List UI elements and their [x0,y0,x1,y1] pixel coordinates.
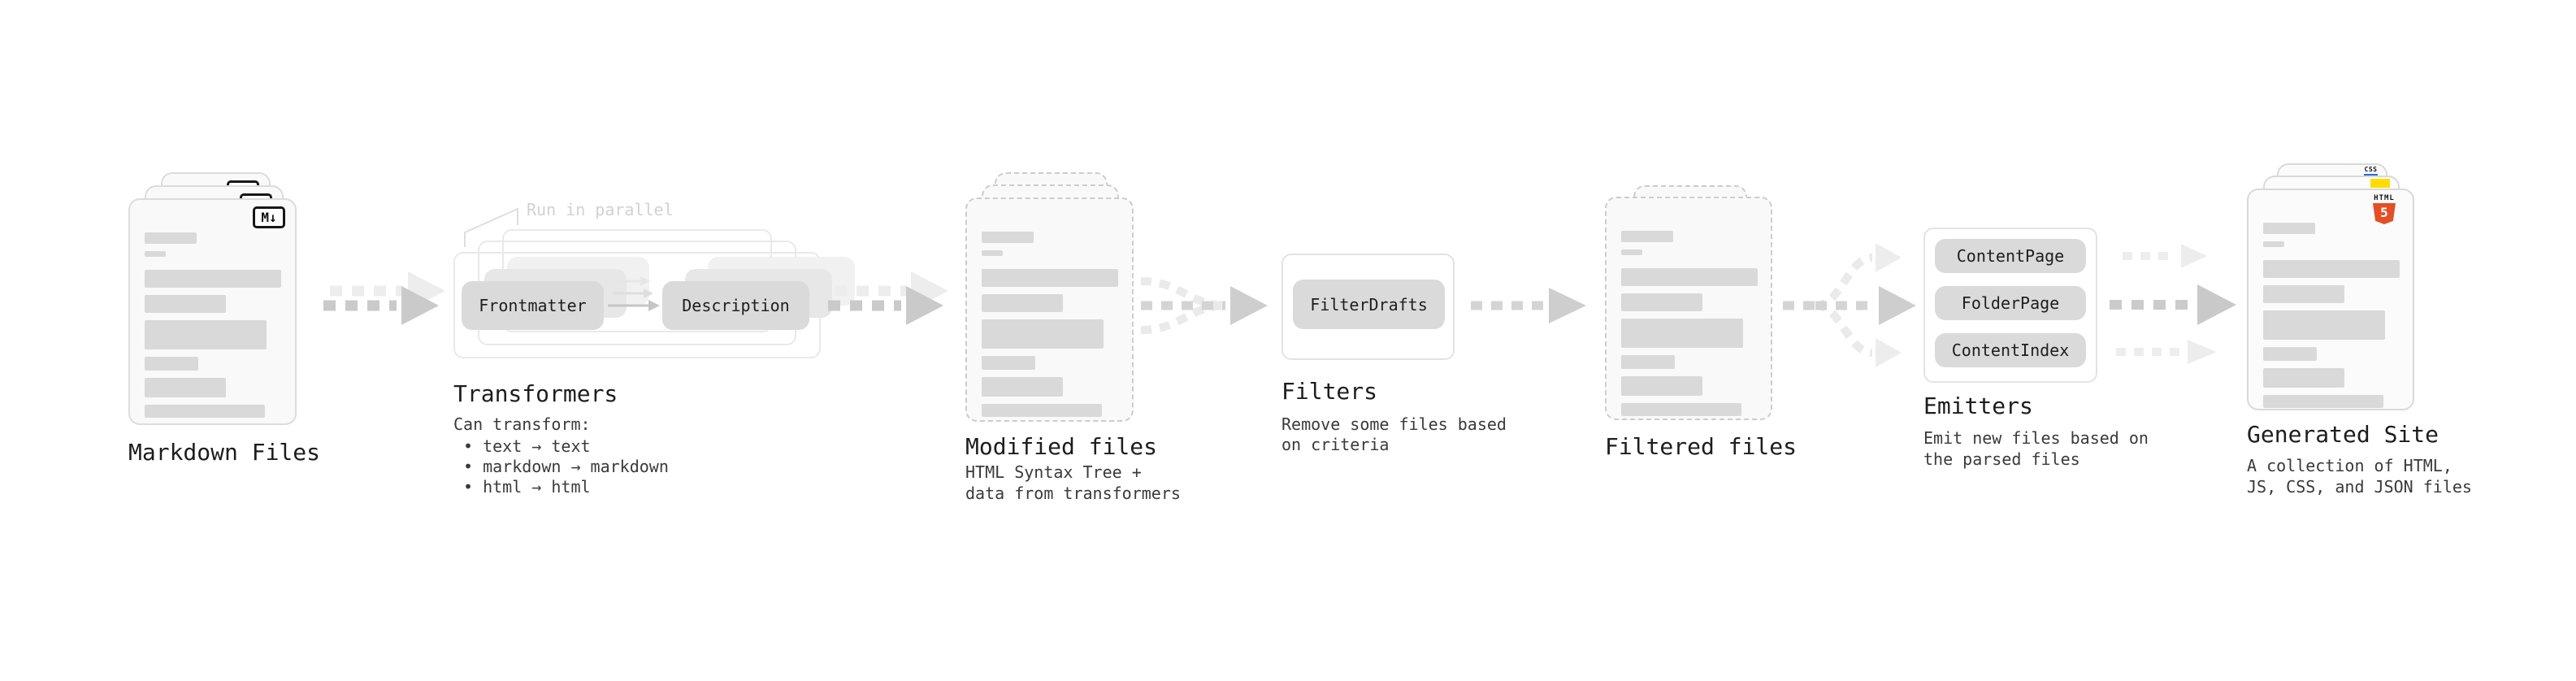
filters-frame [1281,254,1455,360]
placeholder-bar [2263,241,2284,247]
placeholder-bar [2263,285,2344,303]
transform-types-list: text → text markdown → markdown html → h… [453,436,669,497]
modified-doc-card-front [965,197,1134,422]
filtered-files-label: Filtered files [1605,433,1798,460]
placeholder-bar [1621,293,1702,311]
js-badge [2370,179,2390,188]
placeholder-bar [2263,223,2315,234]
placeholder-bar [982,377,1063,397]
placeholder-bar [1621,403,1741,416]
emitters-description: Emit new files based on the parsed files [1923,427,2149,470]
placeholder-bar [2263,347,2317,361]
filters-description: Remove some files based on criteria [1281,414,1507,455]
transform-type-item: markdown → markdown [463,457,669,477]
emitters-desc-line: Emit new files based on [1923,428,2149,448]
filters-desc-line: Remove some files based [1281,414,1507,434]
placeholder-bar [1621,319,1743,348]
filters-label: Filters [1281,378,1378,405]
placeholder-bar [145,320,267,349]
generated-site-label: Generated Site [2247,421,2439,448]
placeholder-bar [145,270,281,288]
markdown-doc-card-front: M↓ [128,198,297,425]
contentindex-pill: ContentIndex [1935,333,2086,367]
html5-icon-word: HTML [2374,194,2395,202]
doc-placeholder-lines [130,200,295,418]
modified-files-description: HTML Syntax Tree + data from transformer… [965,462,1181,504]
placeholder-bar [982,319,1104,349]
contentpage-pill: ContentPage [1935,239,2086,273]
filtered-doc-card-front [1605,197,1772,420]
arrows-emitters-to-site [2110,244,2236,364]
doc-placeholder-lines [2249,190,2413,408]
arrow-transformers-to-modified [828,271,948,325]
transformers-desc-intro: Can transform: [453,414,591,434]
placeholder-bar [982,232,1034,243]
placeholder-bar [1621,268,1758,286]
doc-placeholder-lines [1607,198,1771,416]
transform-type-item: html → html [463,477,669,497]
placeholder-bar [2263,310,2385,340]
html5-icon-shield: 5 [2373,203,2396,224]
placeholder-bar [982,356,1035,370]
site-desc-line: A collection of HTML, [2247,456,2452,475]
placeholder-bar [1621,249,1642,255]
description-pill: Description [662,281,809,330]
arrow-filtered-to-emitters [1783,243,1916,367]
placeholder-bar [2263,368,2344,388]
placeholder-bar [1621,376,1702,396]
html5-icon: HTML 5 [2366,194,2403,224]
generated-site-description: A collection of HTML, JS, CSS, and JSON … [2247,455,2472,497]
modified-files-label: Modified files [965,433,1158,460]
filters-desc-line: on criteria [1281,435,1390,454]
filterdrafts-pill: FilterDrafts [1293,280,1445,329]
site-doc-card-front: HTML 5 [2247,189,2414,410]
placeholder-bar [982,294,1063,312]
css-badge-label: CSS [2364,166,2378,173]
emitters-desc-line: the parsed files [1923,449,2080,469]
placeholder-bar [1621,231,1673,242]
placeholder-bar [982,269,1118,287]
markdown-icon: M↓ [253,206,285,228]
placeholder-bar [2263,395,2383,408]
pill-to-pill-arrows [608,276,660,311]
placeholder-bar [145,295,226,313]
modified-desc-line: data from transformers [965,484,1181,503]
site-desc-line: JS, CSS, and JSON files [2247,477,2472,497]
modified-desc-line: HTML Syntax Tree + [965,462,1142,482]
placeholder-bar [145,251,166,257]
doc-placeholder-lines [967,199,1132,417]
placeholder-bar [1621,355,1675,369]
arrow-modified-to-filters [1140,277,1268,334]
run-in-parallel-annotation: Run in parallel [527,200,674,219]
folderpage-pill: FolderPage [1935,286,2086,320]
frontmatter-pill: Frontmatter [462,281,604,330]
emitters-label: Emitters [1923,393,2033,419]
placeholder-bar [2263,260,2400,278]
placeholder-bar [982,250,1003,256]
arrow-markdown-to-transformers [323,271,445,325]
run-in-parallel-leader-line [464,207,518,247]
transformers-description: Can transform: text → text markdown → ma… [453,414,669,497]
placeholder-bar [145,378,226,397]
transformers-label: Transformers [453,380,618,407]
placeholder-bar [982,404,1102,417]
placeholder-bar [145,232,197,244]
markdown-files-label: Markdown Files [128,439,321,466]
transform-type-item: text → text [463,436,669,457]
arrow-filters-to-filtered [1471,288,1586,323]
placeholder-bar [145,405,265,418]
emitters-frame [1923,228,2097,383]
placeholder-bar [145,357,198,371]
